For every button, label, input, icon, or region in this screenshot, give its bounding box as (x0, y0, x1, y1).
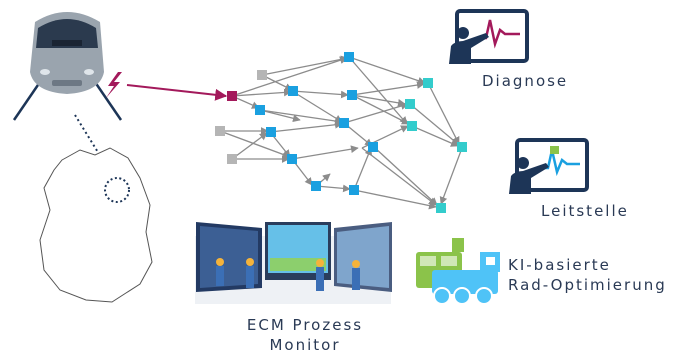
node-input (215, 126, 225, 136)
node-hidden (339, 118, 349, 128)
node-hidden (311, 181, 321, 191)
node-hidden (347, 90, 357, 100)
train-front-icon (12, 12, 123, 121)
node-output (436, 203, 446, 213)
node-output (457, 142, 467, 152)
node-hidden (287, 154, 297, 164)
node-input (257, 70, 267, 80)
node-input (227, 154, 237, 164)
node-source (227, 91, 237, 101)
ecm-label-line2: Monitor (269, 336, 341, 354)
node-hidden (266, 127, 276, 137)
node-hidden (255, 105, 265, 115)
node-hidden (349, 185, 359, 195)
locomotive-icon (416, 238, 500, 305)
node-output (423, 78, 433, 88)
input-arrow (126, 84, 228, 101)
leitstelle-monitor-icon (509, 138, 589, 194)
node-hidden (344, 52, 354, 62)
diagnose-monitor-icon (449, 9, 529, 64)
control-room-icon (195, 222, 392, 304)
node-hidden (288, 86, 298, 96)
lightning-icon (106, 72, 122, 98)
node-output (405, 99, 415, 109)
node-hidden (368, 142, 378, 152)
network-edges (219, 55, 463, 210)
ki-label-line2: Rad-Optimierung (508, 276, 667, 294)
germany-map-icon (39, 114, 153, 303)
ki-label-line1: KI-basierte (508, 256, 611, 274)
ecm-label-line1: ECM Prozess (246, 316, 364, 334)
network-nodes (215, 52, 467, 213)
diagnose-label: Diagnose (482, 72, 569, 90)
node-output (407, 121, 417, 131)
leitstelle-label: Leitstelle (541, 202, 629, 220)
